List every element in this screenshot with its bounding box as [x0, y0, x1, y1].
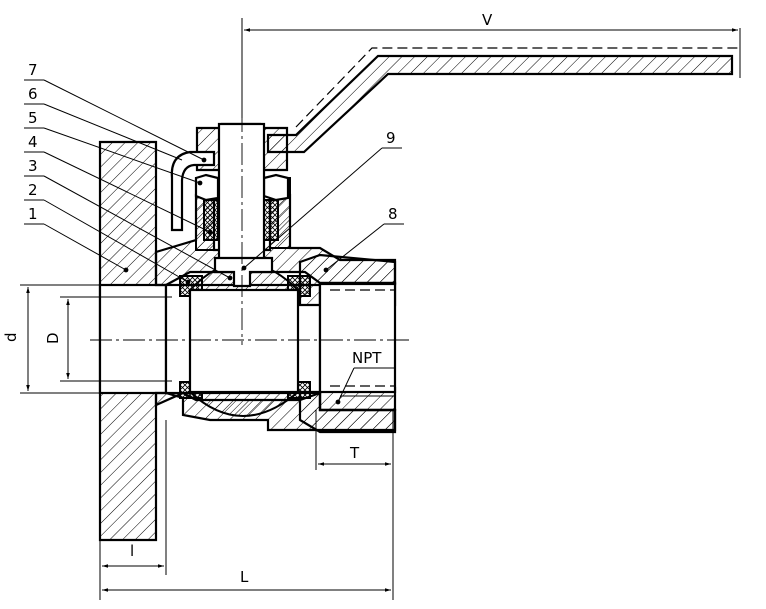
callout-9: 9 [243, 129, 402, 269]
callout-6: 6 [24, 85, 183, 161]
callout-1: 1 [24, 205, 127, 271]
dimension-v: V [241, 11, 738, 118]
npt-leader: NPT [337, 349, 394, 403]
ball [187, 261, 301, 417]
dim-l-label: l [130, 542, 134, 560]
leader-dots [123, 157, 341, 405]
svg-text:5: 5 [28, 109, 38, 127]
lock-bracket [170, 150, 216, 232]
callout-3: 3 [24, 157, 231, 279]
lever-handle [266, 28, 741, 154]
dim-L-label: L [240, 568, 249, 586]
svg-text:2: 2 [28, 181, 38, 199]
stem-packing [194, 173, 291, 251]
callout-8: 8 [325, 205, 404, 271]
dim-v-label: V [482, 11, 493, 29]
dimension-L: L [102, 568, 391, 592]
svg-text:7: 7 [28, 61, 38, 79]
svg-text:8: 8 [388, 205, 398, 223]
dim-D-label: D [44, 332, 62, 344]
dimension-d: d [2, 284, 100, 394]
dimension-t: T [315, 410, 394, 600]
callout-5: 5 [24, 109, 201, 184]
svg-text:3: 3 [28, 157, 38, 175]
npt-label: NPT [352, 349, 382, 367]
dimension-l-small: l [99, 420, 167, 600]
dim-d-label: d [2, 332, 20, 342]
valve-stem [217, 122, 266, 266]
svg-text:6: 6 [28, 85, 38, 103]
callout-2: 2 [24, 181, 189, 283]
dimension-D: D [44, 296, 172, 382]
flange [98, 140, 168, 542]
svg-text:1: 1 [28, 205, 38, 223]
callout-7: 7 [24, 61, 205, 161]
end-connector [298, 253, 397, 434]
dim-t-label: T [349, 444, 360, 462]
svg-text:4: 4 [28, 133, 38, 151]
stem-tang [213, 256, 274, 288]
svg-text:9: 9 [386, 129, 396, 147]
callout-4: 4 [24, 133, 211, 233]
